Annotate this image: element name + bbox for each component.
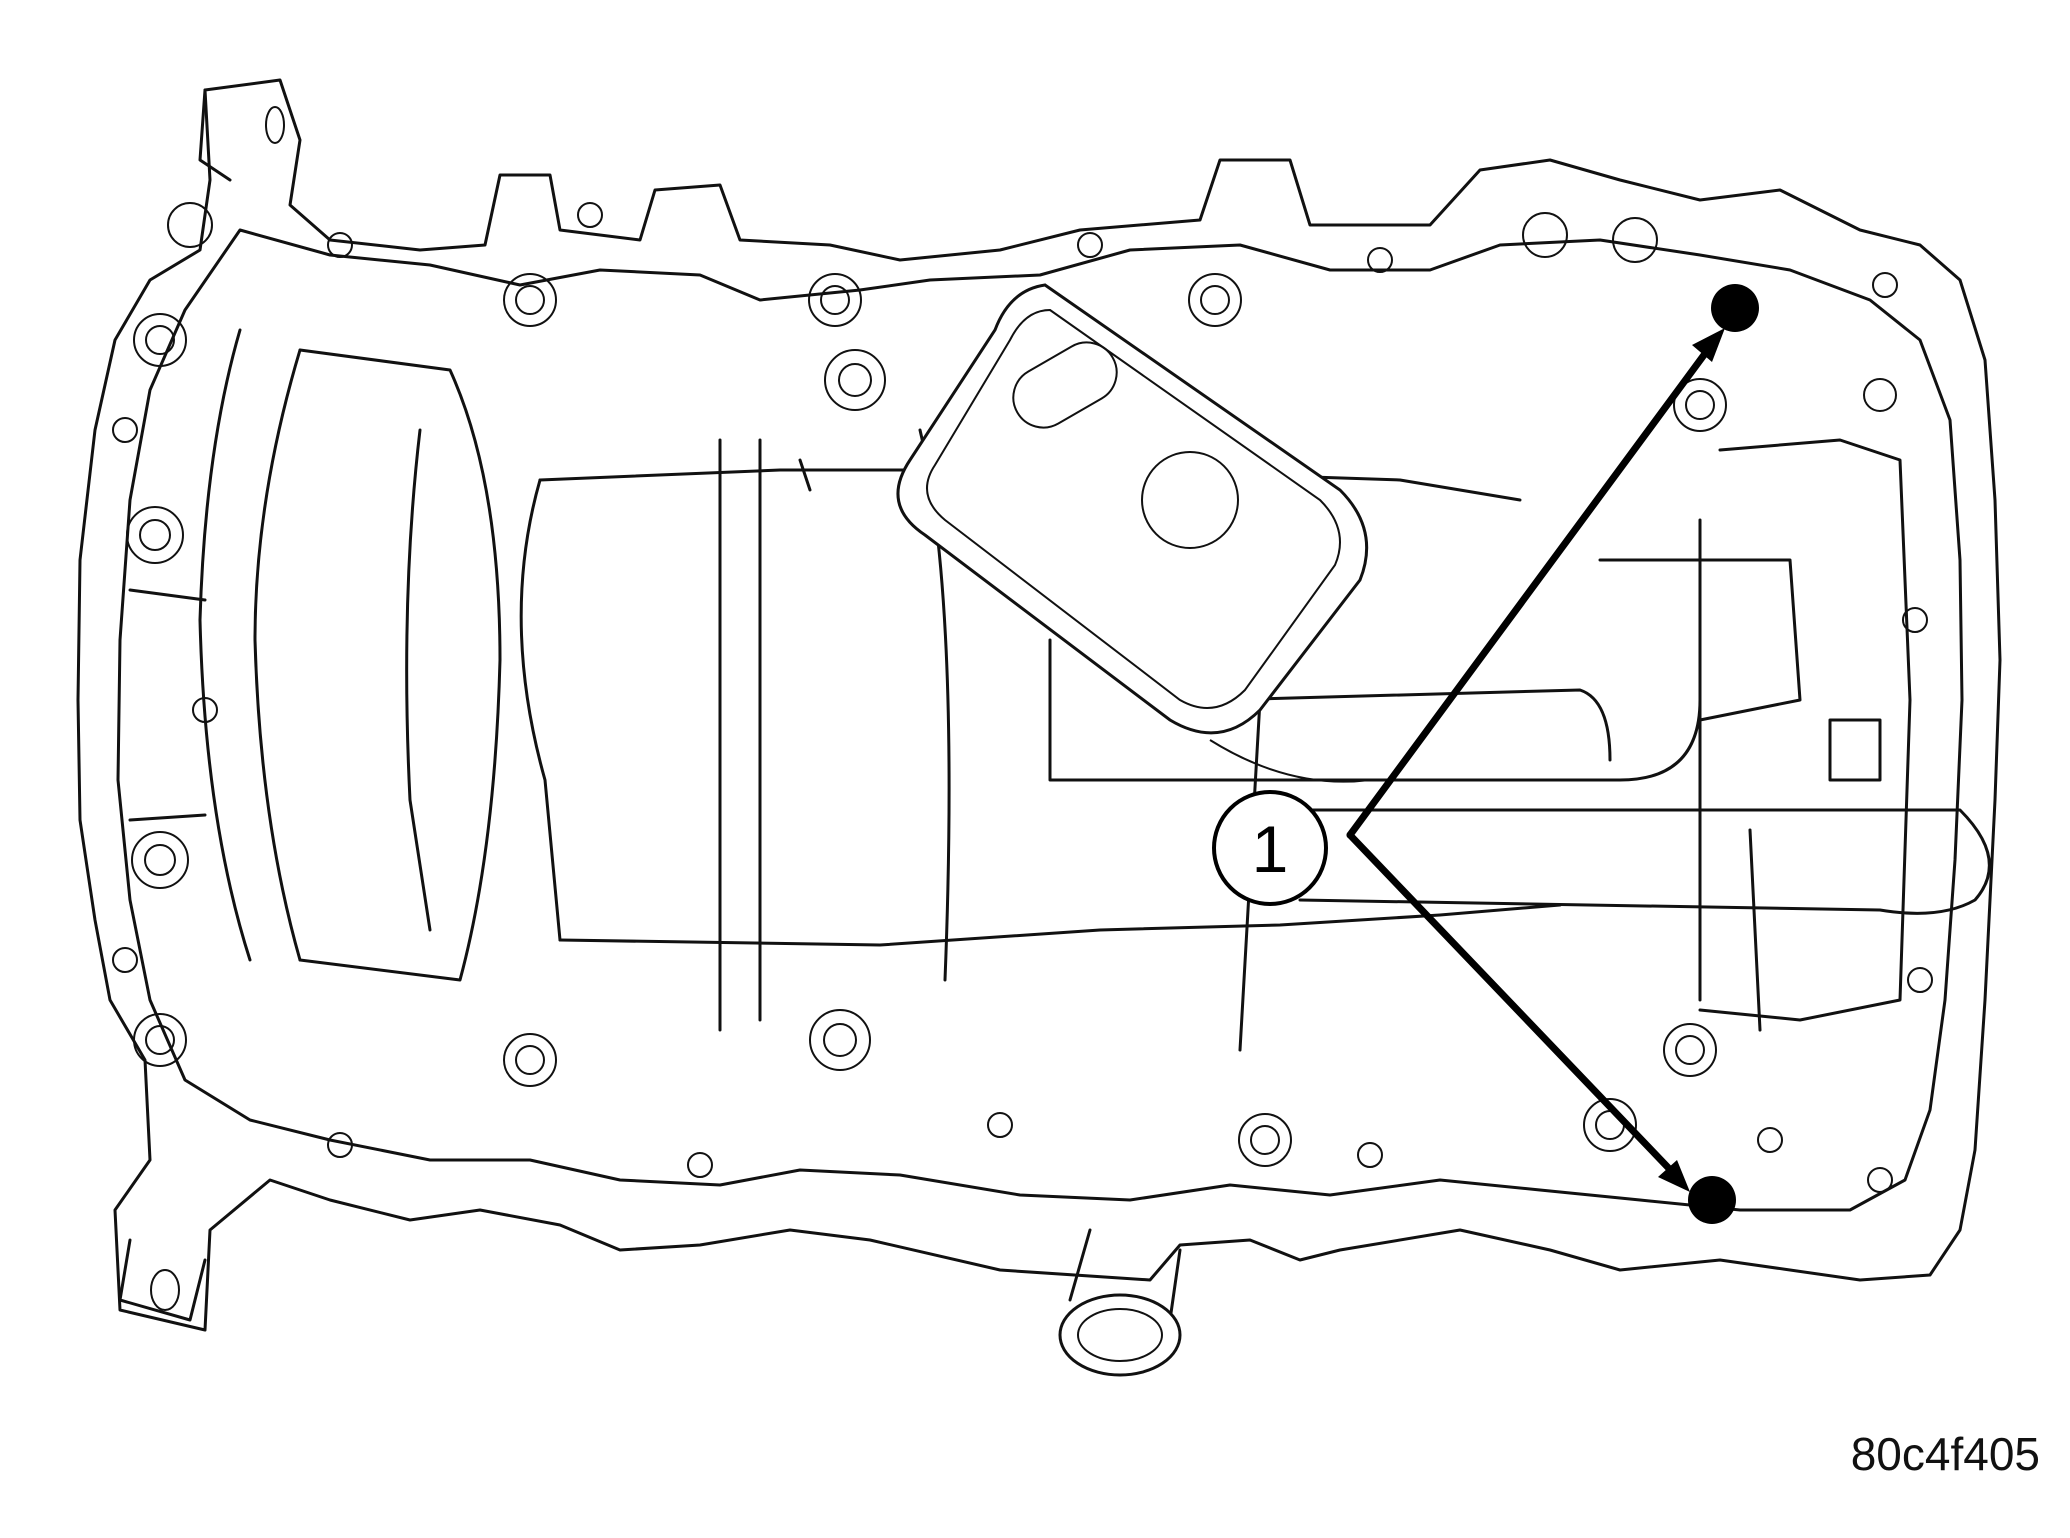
bolts (126, 273, 1727, 1167)
bolt-icon (1238, 1113, 1292, 1167)
arrow-line-lower (1346, 831, 1684, 1184)
drain-outlet (1058, 1228, 1182, 1377)
arrow-line-upper (1346, 336, 1719, 839)
callout-number: 1 (1252, 812, 1289, 886)
bolt-icon (503, 273, 557, 327)
mounting-ears (118, 88, 285, 1322)
callout-1: 1 (1212, 790, 1328, 906)
bolt-icon (1663, 1023, 1717, 1077)
bolt-icon (824, 349, 886, 411)
bolt-icon (1673, 378, 1727, 432)
bolt-icon (809, 1009, 871, 1071)
figure-code: 80c4f405 (1851, 1428, 2040, 1480)
sealant-dot-lower (1688, 1176, 1736, 1224)
bolt-icon (126, 506, 184, 564)
bolt-icon (1188, 273, 1242, 327)
pan-left-end (128, 328, 502, 982)
bolt-icon (131, 831, 189, 889)
flange-plate (896, 283, 1371, 783)
bolt-icon (503, 1033, 557, 1087)
arrow-head-lower (1658, 1160, 1690, 1192)
arrow-head-upper (1692, 328, 1725, 362)
pan-outline (76, 78, 2002, 1332)
sealant-points (1346, 284, 1759, 1224)
bolt-icon (808, 273, 862, 327)
bolt-icon (133, 313, 187, 367)
pan-right-end (1598, 438, 1912, 1032)
sealant-dot-upper (1711, 284, 1759, 332)
bolt-icon (133, 1013, 187, 1067)
flange-holes (112, 202, 1933, 1193)
